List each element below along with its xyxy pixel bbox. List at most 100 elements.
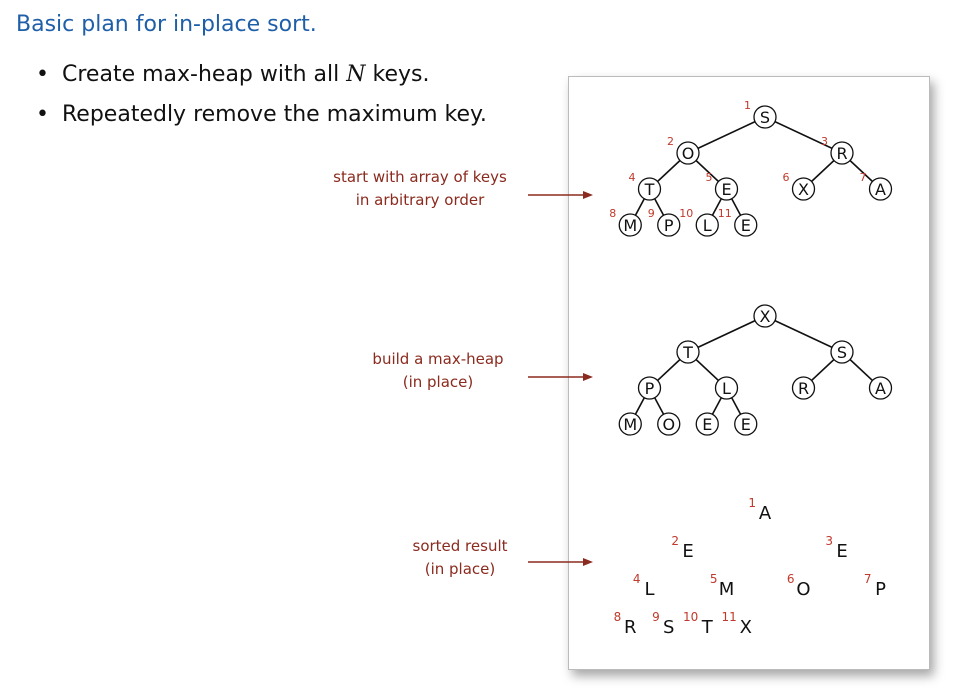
sorted-index: 6 [787, 572, 795, 586]
bullet-dot: • [36, 62, 49, 87]
tree-node [868, 177, 893, 201]
sorted-key: X [740, 617, 752, 638]
stage-label-sorted: sorted result (in place) [340, 535, 580, 581]
tree-node [676, 141, 700, 165]
sorted-key: T [701, 617, 714, 638]
node-key: E [741, 216, 751, 235]
node-index: 4 [629, 171, 636, 184]
node-index: 3 [821, 135, 828, 148]
node-index: 6 [783, 171, 790, 184]
node-index: 8 [609, 207, 616, 220]
node-key: R [798, 379, 809, 398]
tree-node [753, 304, 777, 328]
sorted-key: M [719, 579, 735, 600]
sorted-index: 4 [633, 572, 641, 586]
label-line: (in place) [424, 560, 496, 578]
node-key: O [662, 415, 675, 434]
tree-node [791, 177, 816, 201]
sorted-index: 9 [652, 610, 660, 624]
label-line: start with array of keys [333, 168, 507, 186]
tree-node [734, 412, 758, 436]
sorted-key: O [796, 579, 810, 600]
bullet-text-before: Create max-heap with all [62, 62, 347, 87]
label-line: build a max-heap [372, 350, 504, 368]
tree-node [734, 213, 758, 237]
tree-node [637, 177, 662, 201]
bullet-item: • Create max-heap with all N keys. [36, 55, 487, 95]
tree-node [695, 412, 719, 436]
node-key: T [682, 343, 693, 362]
sorted-index: 1 [748, 496, 756, 510]
sorted-key: R [624, 617, 637, 638]
sorted-key: E [682, 541, 693, 562]
sorted-key: A [759, 503, 772, 524]
node-index: 10 [679, 207, 693, 220]
node-key: A [875, 180, 886, 199]
tree-node [657, 412, 681, 436]
tree-edge [764, 315, 843, 353]
label-line: in arbitrary order [355, 191, 485, 209]
node-key: R [836, 144, 847, 163]
bullet-list: • Create max-heap with all N keys. • Repea… [36, 55, 487, 135]
tree-node [657, 213, 681, 237]
node-key: E [702, 415, 712, 434]
tree-node [618, 412, 642, 436]
node-key: X [760, 307, 771, 326]
node-index: 1 [744, 99, 751, 112]
node-key: P [645, 379, 655, 398]
node-key: P [664, 216, 674, 235]
tree-node [676, 340, 700, 364]
tree-node [714, 177, 739, 201]
bullet-text-after: keys. [365, 62, 430, 87]
bullet-variable: N [346, 62, 366, 87]
tree-node [618, 213, 642, 237]
slide-title: Basic plan for in-place sort. [16, 12, 317, 37]
tree-node [714, 376, 739, 400]
sorted-key: S [663, 617, 674, 638]
arrow-head [583, 558, 593, 566]
node-key: L [722, 379, 731, 398]
label-line: (in place) [402, 373, 474, 391]
bullet-dot: • [36, 102, 49, 127]
sorted-index: 8 [614, 610, 622, 624]
tree-edge [687, 315, 766, 353]
tree-node [791, 376, 816, 400]
node-key: S [837, 343, 847, 362]
sorted-index: 7 [864, 572, 872, 586]
node-index: 9 [648, 207, 655, 220]
tree-node [695, 213, 719, 237]
node-index: 11 [718, 207, 732, 220]
sorted-index: 2 [671, 534, 679, 548]
tree-node [830, 340, 854, 364]
tree-node [830, 141, 854, 165]
node-key: E [721, 180, 731, 199]
node-key: X [798, 180, 809, 199]
bullet-item: • Repeatedly remove the maximum key. [36, 95, 487, 135]
node-key: O [682, 144, 695, 163]
node-key: L [703, 216, 712, 235]
sorted-index: 11 [721, 610, 736, 624]
node-key: M [623, 216, 637, 235]
arrow-head [583, 191, 593, 199]
sorted-key: E [836, 541, 847, 562]
label-line: sorted result [412, 537, 508, 555]
stage-label-heap: build a max-heap (in place) [318, 348, 558, 394]
node-key: M [623, 415, 637, 434]
tree-edge [764, 116, 843, 154]
node-index: 7 [860, 171, 867, 184]
tree-node [753, 105, 777, 129]
sorted-index: 10 [683, 610, 698, 624]
tree-node [868, 376, 893, 400]
node-key: T [644, 180, 655, 199]
sorted-key: P [875, 579, 886, 600]
diagram-panel [568, 76, 930, 670]
sorted-key: L [644, 579, 654, 600]
node-key: S [760, 108, 770, 127]
node-index: 5 [706, 171, 713, 184]
bullet-text: Repeatedly remove the maximum key. [62, 102, 487, 127]
arrow-head [583, 373, 593, 381]
stage-label-initial: start with array of keys in arbitrary or… [300, 166, 540, 212]
tree-node [637, 376, 662, 400]
tree-edge [687, 116, 766, 154]
